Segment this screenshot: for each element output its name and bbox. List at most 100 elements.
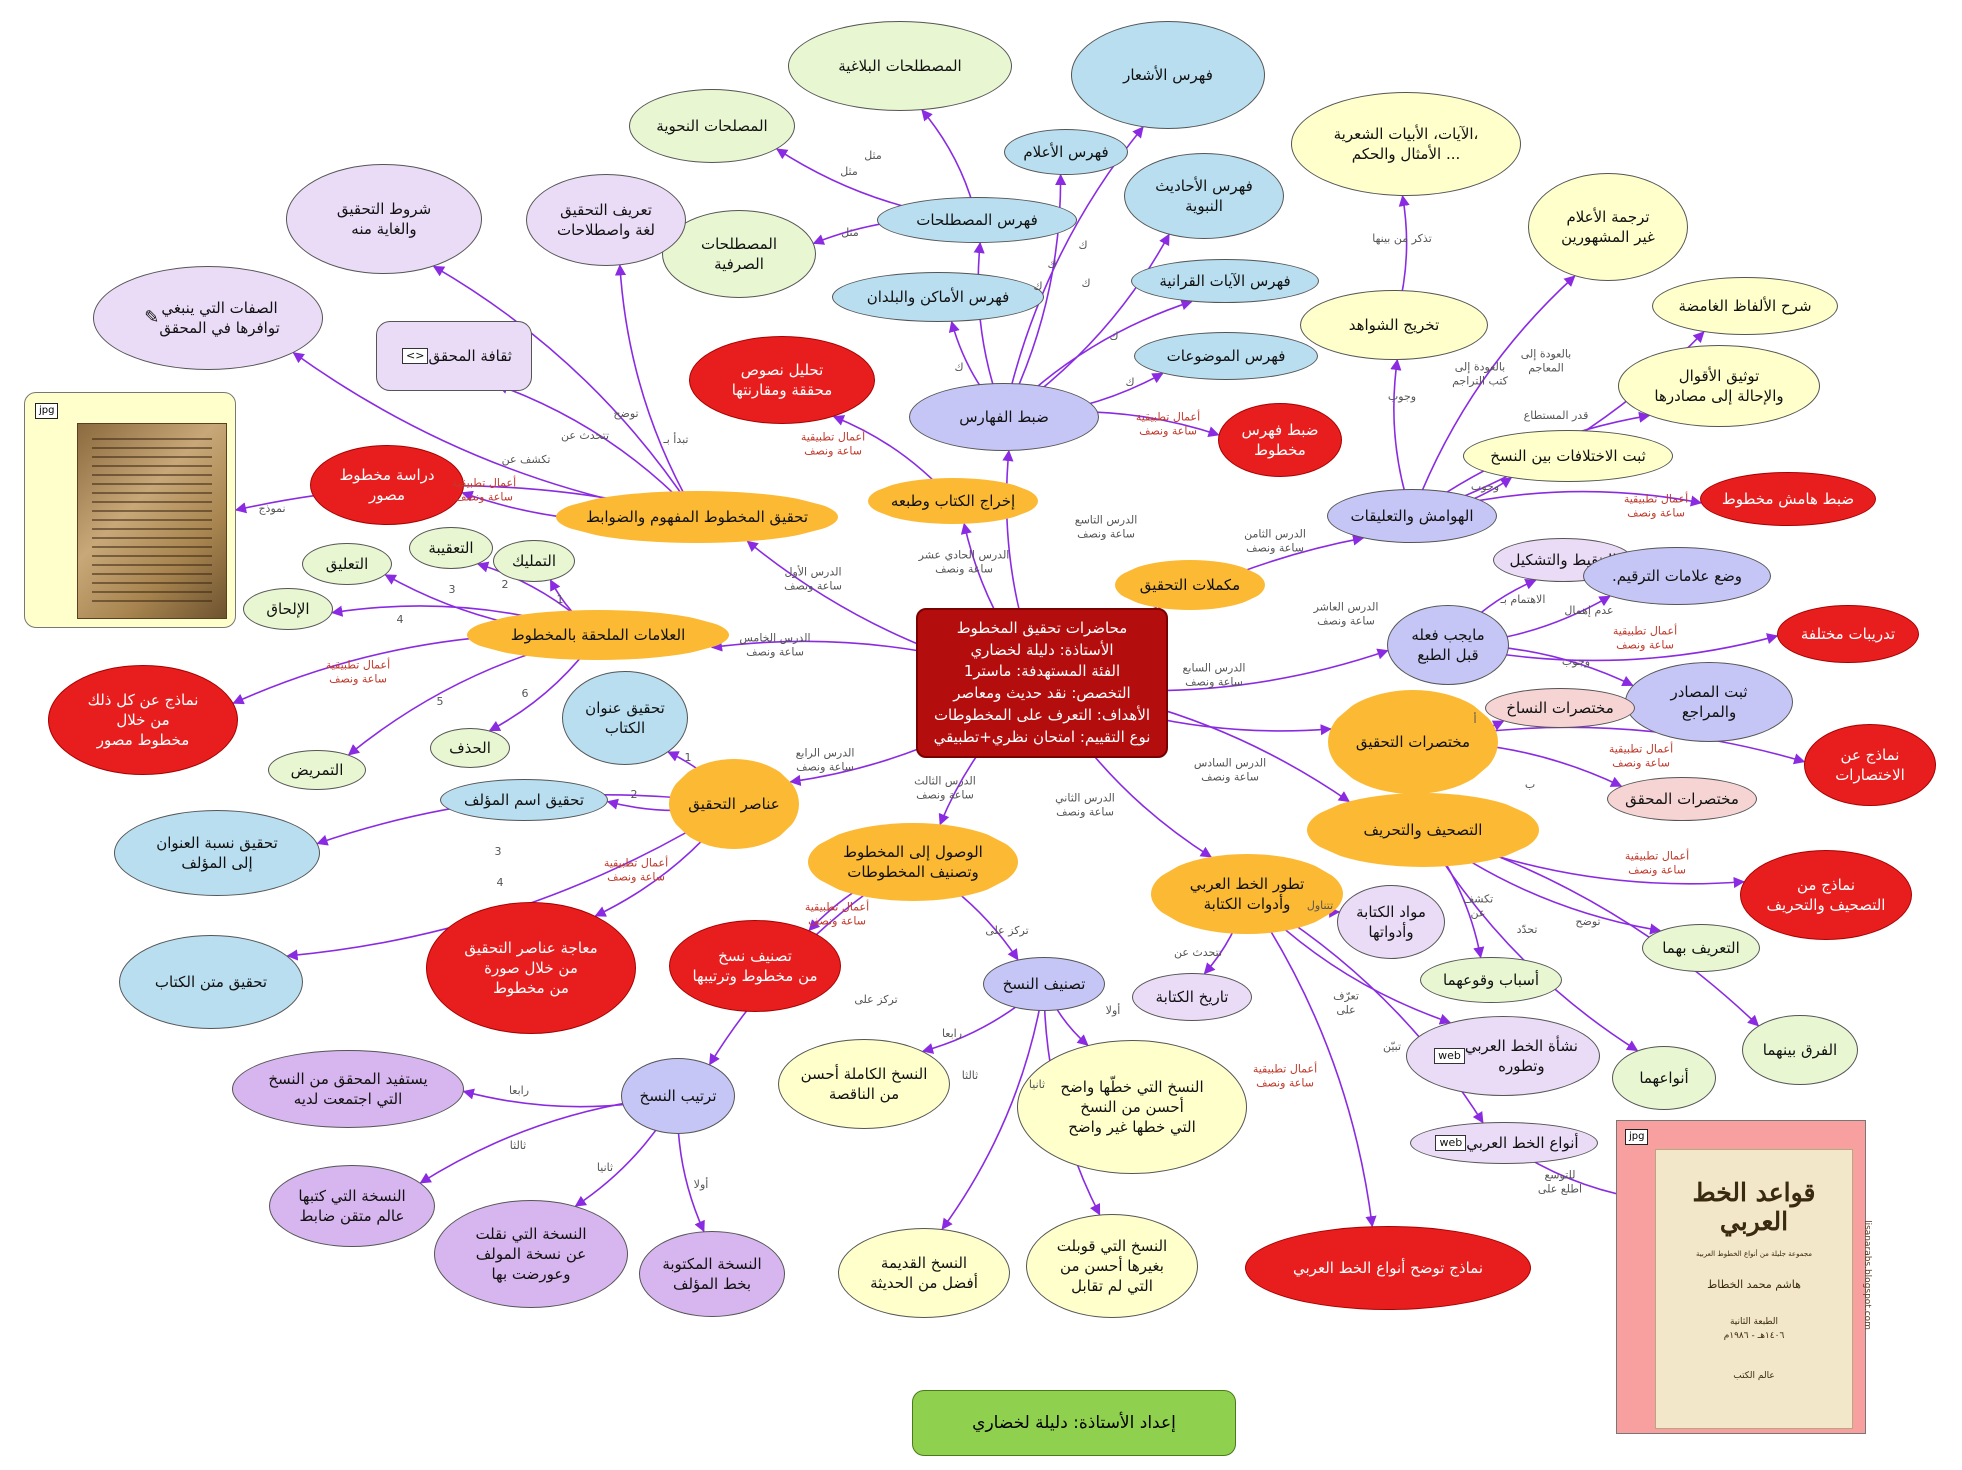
node-r-elements[interactable]: معاجة عناصر التحقيق من خلال صورة من مخطو… — [426, 902, 636, 1034]
node-label: مختصرات النساخ — [1506, 698, 1614, 717]
node-r-script[interactable]: نماذج توضح أنواع الخط العربي — [1245, 1226, 1531, 1310]
node-t-topics[interactable]: فهرس الموضوعات — [1134, 332, 1318, 380]
node-r-index[interactable]: ضبط فهرس مخطوط — [1218, 403, 1342, 477]
web-link-icon[interactable]: web — [1435, 1134, 1467, 1152]
node-t-places[interactable]: فهرس الأماكن والبلدان — [832, 272, 1044, 322]
node-t-poems[interactable]: فهرس الأشعار — [1071, 21, 1265, 129]
node-label: فهرس الأعلام — [1023, 142, 1109, 161]
node-r-margin[interactable]: ضبط هامش مخطوط — [1700, 472, 1876, 526]
node-r-marks[interactable]: نماذج عن كل ذلك من خلال مخطوط مصور — [48, 665, 238, 775]
node-p-scholar[interactable]: النسخة التي كتبها عالم متقن ضابط — [269, 1165, 435, 1247]
node-y-bio[interactable]: ترجمة الأعلام غير المشهورين — [1528, 173, 1688, 281]
node-g-taqib[interactable]: التعقيبة — [409, 527, 493, 569]
node-center[interactable]: محاضرات تحقيق المخطوط الأستاذة: دليلة لخ… — [916, 608, 1168, 758]
node-g-ilhaq[interactable]: الإلحاق — [243, 588, 333, 630]
node-l-traits[interactable]: الصفات التي ينبغي توافرها في المحقق✎ — [93, 266, 323, 370]
manuscript-image-frame[interactable]: jpg — [24, 392, 236, 628]
web-link-icon[interactable]: web — [1434, 1047, 1465, 1065]
link-label-ka: ك — [1078, 239, 1088, 253]
node-r-abbr[interactable]: نماذج عن الاختصارات — [1804, 724, 1936, 806]
node-y-shawahid[interactable]: تخريج الشواهد — [1300, 290, 1488, 360]
node-g-taliq[interactable]: التعليق — [302, 543, 392, 585]
node-y-diff[interactable]: ثبت الاختلافات بين النسخ — [1463, 430, 1673, 482]
node-g-def[interactable]: التعريف بهما — [1642, 924, 1760, 972]
node-label: التمليك — [511, 551, 557, 570]
node-label: النسخ التي قوبلت بغيرها أحسن من التي لم … — [1056, 1236, 1168, 1296]
node-v-sources[interactable]: ثبت المصادر والمراجع — [1625, 662, 1793, 742]
node-g-hadhf[interactable]: الحذف — [430, 728, 510, 768]
node-label: النسخ الكاملة أحسن من الناقصة — [800, 1064, 928, 1103]
node-t-morph[interactable]: المصطلحات الصرفية — [662, 210, 816, 298]
node-l-def[interactable]: تعريف التحقيق لغة واصطلاحات — [526, 174, 686, 266]
node-l-cond[interactable]: شروط التحقيق والغاية منه — [286, 164, 482, 274]
node-y-compared[interactable]: النسخ التي قوبلت بغيرها أحسن من التي لم … — [1026, 1214, 1198, 1318]
node-n-marks[interactable]: العلامات الملحقة بالمخطوط — [467, 610, 729, 660]
book-image-frame[interactable]: jpg قواعد الخط العربي مجموعة جليلة من أن… — [1616, 1120, 1872, 1434]
node-t-gram[interactable]: المصلحات النحوية — [629, 89, 795, 163]
node-k-copyists[interactable]: مختصرات النساخ — [1485, 688, 1635, 728]
node-k-editor[interactable]: مختصرات المحقق — [1607, 777, 1757, 821]
link-label-ka: ك — [1047, 258, 1057, 272]
link-label-practical: أعمال تطبيقية ساعة ونصف — [1252, 1062, 1318, 1089]
node-y-complete[interactable]: النسخ الكاملة أحسن من الناقصة — [778, 1039, 950, 1129]
node-n-before[interactable]: مايجب فعله قبل الطبع — [1387, 605, 1509, 685]
node-t-quran[interactable]: فهرس الآيات القرانية — [1131, 259, 1319, 303]
node-label: المصطلحات الصرفية — [700, 234, 778, 273]
link-label-num1: 1 — [556, 593, 564, 607]
node-n-script[interactable]: تطور الخط العربي وأدوات الكتابة — [1151, 854, 1343, 934]
node-label: توثيق الأقوال والإحالة إلى مصادرها — [1654, 366, 1784, 405]
node-n-intro[interactable]: تحقيق المخطوط المفهوم والضوابط — [556, 491, 838, 543]
node-n-complete[interactable]: مكملات التحقيق — [1115, 560, 1265, 610]
node-t-rhet[interactable]: المصطلحات البلاغية — [788, 21, 1012, 111]
node-y-clear[interactable]: النسخ التي خطّها واضح أحسن من النسخ التي… — [1017, 1040, 1247, 1174]
node-t-names[interactable]: فهرس الأعلام — [1004, 129, 1128, 175]
node-t-body[interactable]: تحقيق متن الكتاب — [119, 935, 303, 1029]
node-l-history[interactable]: تاريخ الكتابة — [1132, 973, 1252, 1021]
node-y-verses[interactable]: ،الآيات، الأبيات الشعرية ... الأمثال وال… — [1291, 92, 1521, 196]
node-n-access[interactable]: الوصول إلى المخطوط وتصنيف المخطوطات — [808, 823, 1018, 901]
node-r-classify[interactable]: تصنيف نسخ من مخطوط وترتيبها — [669, 920, 841, 1012]
link-n-intro-to-l-cond — [432, 265, 698, 518]
node-label: التمريض — [290, 760, 344, 779]
node-r-correct[interactable]: نماذج من التصحيف والتحريف — [1740, 850, 1912, 940]
node-r-study[interactable]: دراسة مخطوط مصور — [310, 445, 464, 525]
link-label-lesson9: الدرس التاسع ساعة ونصف — [1074, 513, 1138, 540]
node-t-author[interactable]: تحقيق اسم المؤلف — [440, 779, 608, 821]
node-n-order[interactable]: ترتيب النسخ — [621, 1058, 735, 1134]
node-g-kinds[interactable]: أنواعهما — [1612, 1046, 1716, 1110]
link-label-lesson2: الدرس الثاني ساعة ونصف — [1055, 791, 1115, 818]
node-t-attrib[interactable]: تحقيق نسبة العنوان إلى المؤلف — [114, 810, 320, 896]
node-l-matter[interactable]: مواد الكتابة وأدواتها — [1337, 885, 1445, 959]
node-n-indexes[interactable]: ضبط الفهارس — [909, 383, 1099, 451]
manuscript-photo — [77, 423, 227, 619]
node-g-tamrid[interactable]: التمريض — [268, 750, 366, 790]
node-n-correct[interactable]: التصحيف والتحريف — [1307, 793, 1539, 867]
node-t-title[interactable]: تحقيق عنوان الكتاب — [562, 671, 688, 765]
node-v-mark[interactable]: وضع علامات الترقيم. — [1583, 547, 1771, 605]
node-y-old[interactable]: النسخ القديمة أفضل من الحديثة — [838, 1228, 1010, 1318]
node-n-margins[interactable]: الهوامش والتعليقات — [1327, 489, 1497, 543]
node-n-abbr[interactable]: مختصرات التحقيق — [1328, 690, 1498, 794]
node-g-tamlik[interactable]: التمليك — [493, 540, 575, 582]
node-r-drills[interactable]: تدريبات مختلفة — [1777, 605, 1919, 663]
link-label-num5: 5 — [436, 695, 444, 709]
node-y-obscure[interactable]: شرح الألفاظ الغامضة — [1652, 277, 1838, 335]
node-r-texts[interactable]: تحليل نصوص محققة ومقارنتها — [689, 336, 875, 424]
node-y-doc[interactable]: توثيق الأقوال والإحالة إلى مصادرها — [1618, 345, 1820, 427]
node-n-elements[interactable]: عناصر التحقيق — [669, 759, 799, 849]
node-g-diff[interactable]: الفرق بينهما — [1742, 1015, 1858, 1085]
node-n-classify[interactable]: تصنيف النسخ — [983, 957, 1105, 1011]
node-t-terms[interactable]: فهرس المصطلحات — [877, 197, 1077, 243]
note-icon: ✎ — [144, 306, 160, 328]
node-t-hadith[interactable]: فهرس الأحاديث النبوية — [1124, 153, 1284, 239]
node-l-culture[interactable]: ثقافة المحقق<> — [376, 321, 532, 391]
node-g-causes[interactable]: أسباب وقوعهما — [1420, 957, 1562, 1003]
footer-credit: إعداد الأستاذة: دليلة لخضاري — [912, 1390, 1236, 1456]
node-p-written[interactable]: النسخة المكتوبة بخط المؤلف — [639, 1231, 785, 1317]
node-p-copied[interactable]: النسخة التي نقلت عن نسخة المولف وعورضت ب… — [434, 1200, 628, 1308]
link-label-lesson6: الدرس السادس ساعة ونصف — [1193, 756, 1267, 783]
node-p-benefit[interactable]: يستفيد المحقق من النسخ التي اجتمعت لديه — [232, 1050, 464, 1128]
node-n-publish[interactable]: إخراج الكتاب وطبعه — [868, 478, 1038, 524]
